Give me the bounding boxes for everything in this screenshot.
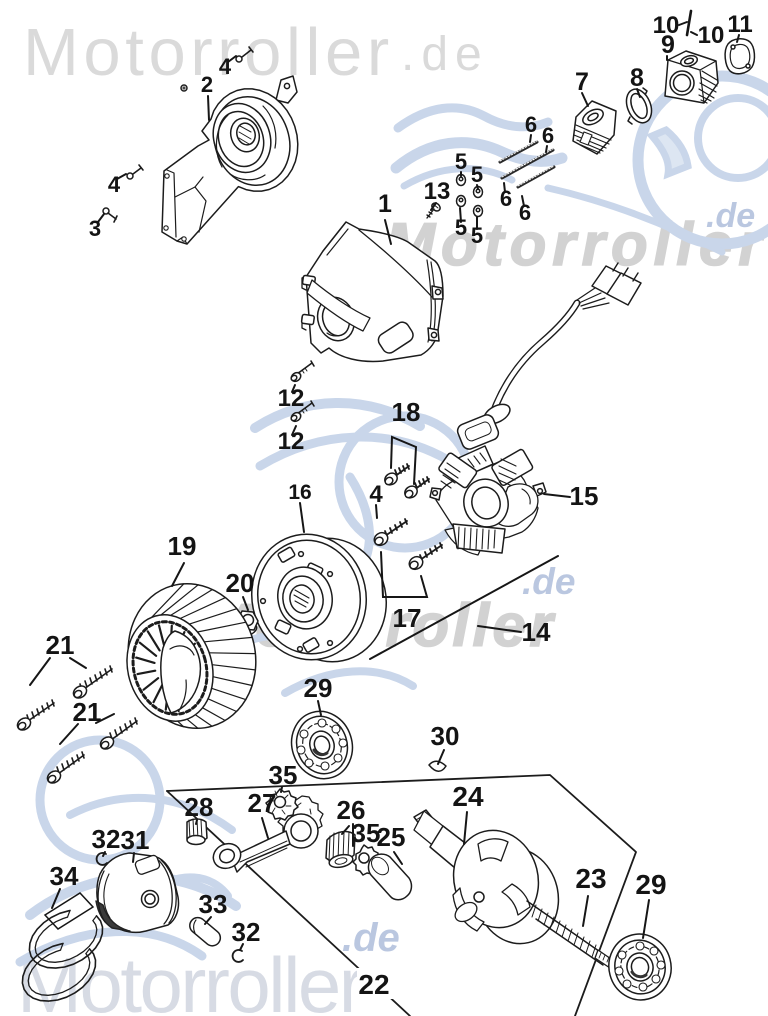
svg-text:6: 6	[519, 200, 531, 225]
svg-text:7: 7	[575, 68, 589, 96]
svg-text:21: 21	[46, 630, 75, 660]
svg-text:29: 29	[304, 673, 333, 703]
svg-text:34: 34	[50, 861, 79, 891]
svg-text:26: 26	[337, 795, 366, 825]
svg-text:5: 5	[471, 162, 483, 187]
svg-text:20: 20	[226, 568, 255, 598]
svg-text:11: 11	[727, 11, 752, 38]
svg-text:5: 5	[455, 215, 467, 240]
svg-text:30: 30	[431, 721, 460, 751]
svg-text:25: 25	[377, 822, 406, 852]
svg-text:3: 3	[89, 216, 101, 241]
svg-text:35: 35	[352, 818, 381, 848]
svg-text:29: 29	[635, 869, 666, 900]
svg-text:27: 27	[248, 788, 277, 818]
svg-text:17: 17	[393, 603, 422, 633]
svg-text:Motorroller: Motorroller	[23, 15, 394, 90]
svg-text:13: 13	[424, 178, 451, 205]
svg-text:12: 12	[278, 428, 305, 455]
svg-text:22: 22	[358, 969, 389, 1000]
svg-text:1: 1	[378, 190, 392, 218]
svg-text:35: 35	[269, 760, 298, 790]
svg-text:.de: .de	[522, 561, 575, 602]
svg-text:15: 15	[570, 481, 599, 511]
svg-text:.de: .de	[342, 916, 400, 960]
svg-text:12: 12	[278, 385, 305, 412]
svg-text:6: 6	[525, 112, 537, 137]
svg-text:24: 24	[452, 781, 484, 812]
svg-text:.de: .de	[401, 28, 489, 81]
svg-text:32: 32	[92, 824, 121, 854]
svg-text:19: 19	[168, 531, 197, 561]
svg-text:31: 31	[121, 825, 150, 855]
svg-text:6: 6	[500, 186, 512, 211]
svg-text:.de: .de	[706, 197, 755, 235]
svg-text:4: 4	[369, 481, 383, 508]
svg-text:10: 10	[653, 12, 680, 39]
svg-text:14: 14	[522, 617, 551, 647]
svg-text:23: 23	[575, 863, 606, 894]
svg-text:21: 21	[73, 697, 102, 727]
svg-text:2: 2	[201, 72, 213, 97]
svg-text:5: 5	[455, 149, 467, 174]
svg-text:9: 9	[661, 31, 675, 59]
svg-text:4: 4	[219, 54, 232, 79]
svg-text:4: 4	[108, 172, 121, 197]
svg-text:32: 32	[232, 917, 261, 947]
svg-text:10: 10	[698, 22, 725, 49]
svg-text:5: 5	[471, 223, 483, 248]
svg-text:16: 16	[288, 481, 311, 504]
svg-text:33: 33	[199, 889, 228, 919]
svg-text:18: 18	[392, 397, 421, 427]
svg-text:6: 6	[542, 123, 554, 148]
svg-text:8: 8	[630, 64, 644, 92]
svg-text:28: 28	[185, 792, 214, 822]
